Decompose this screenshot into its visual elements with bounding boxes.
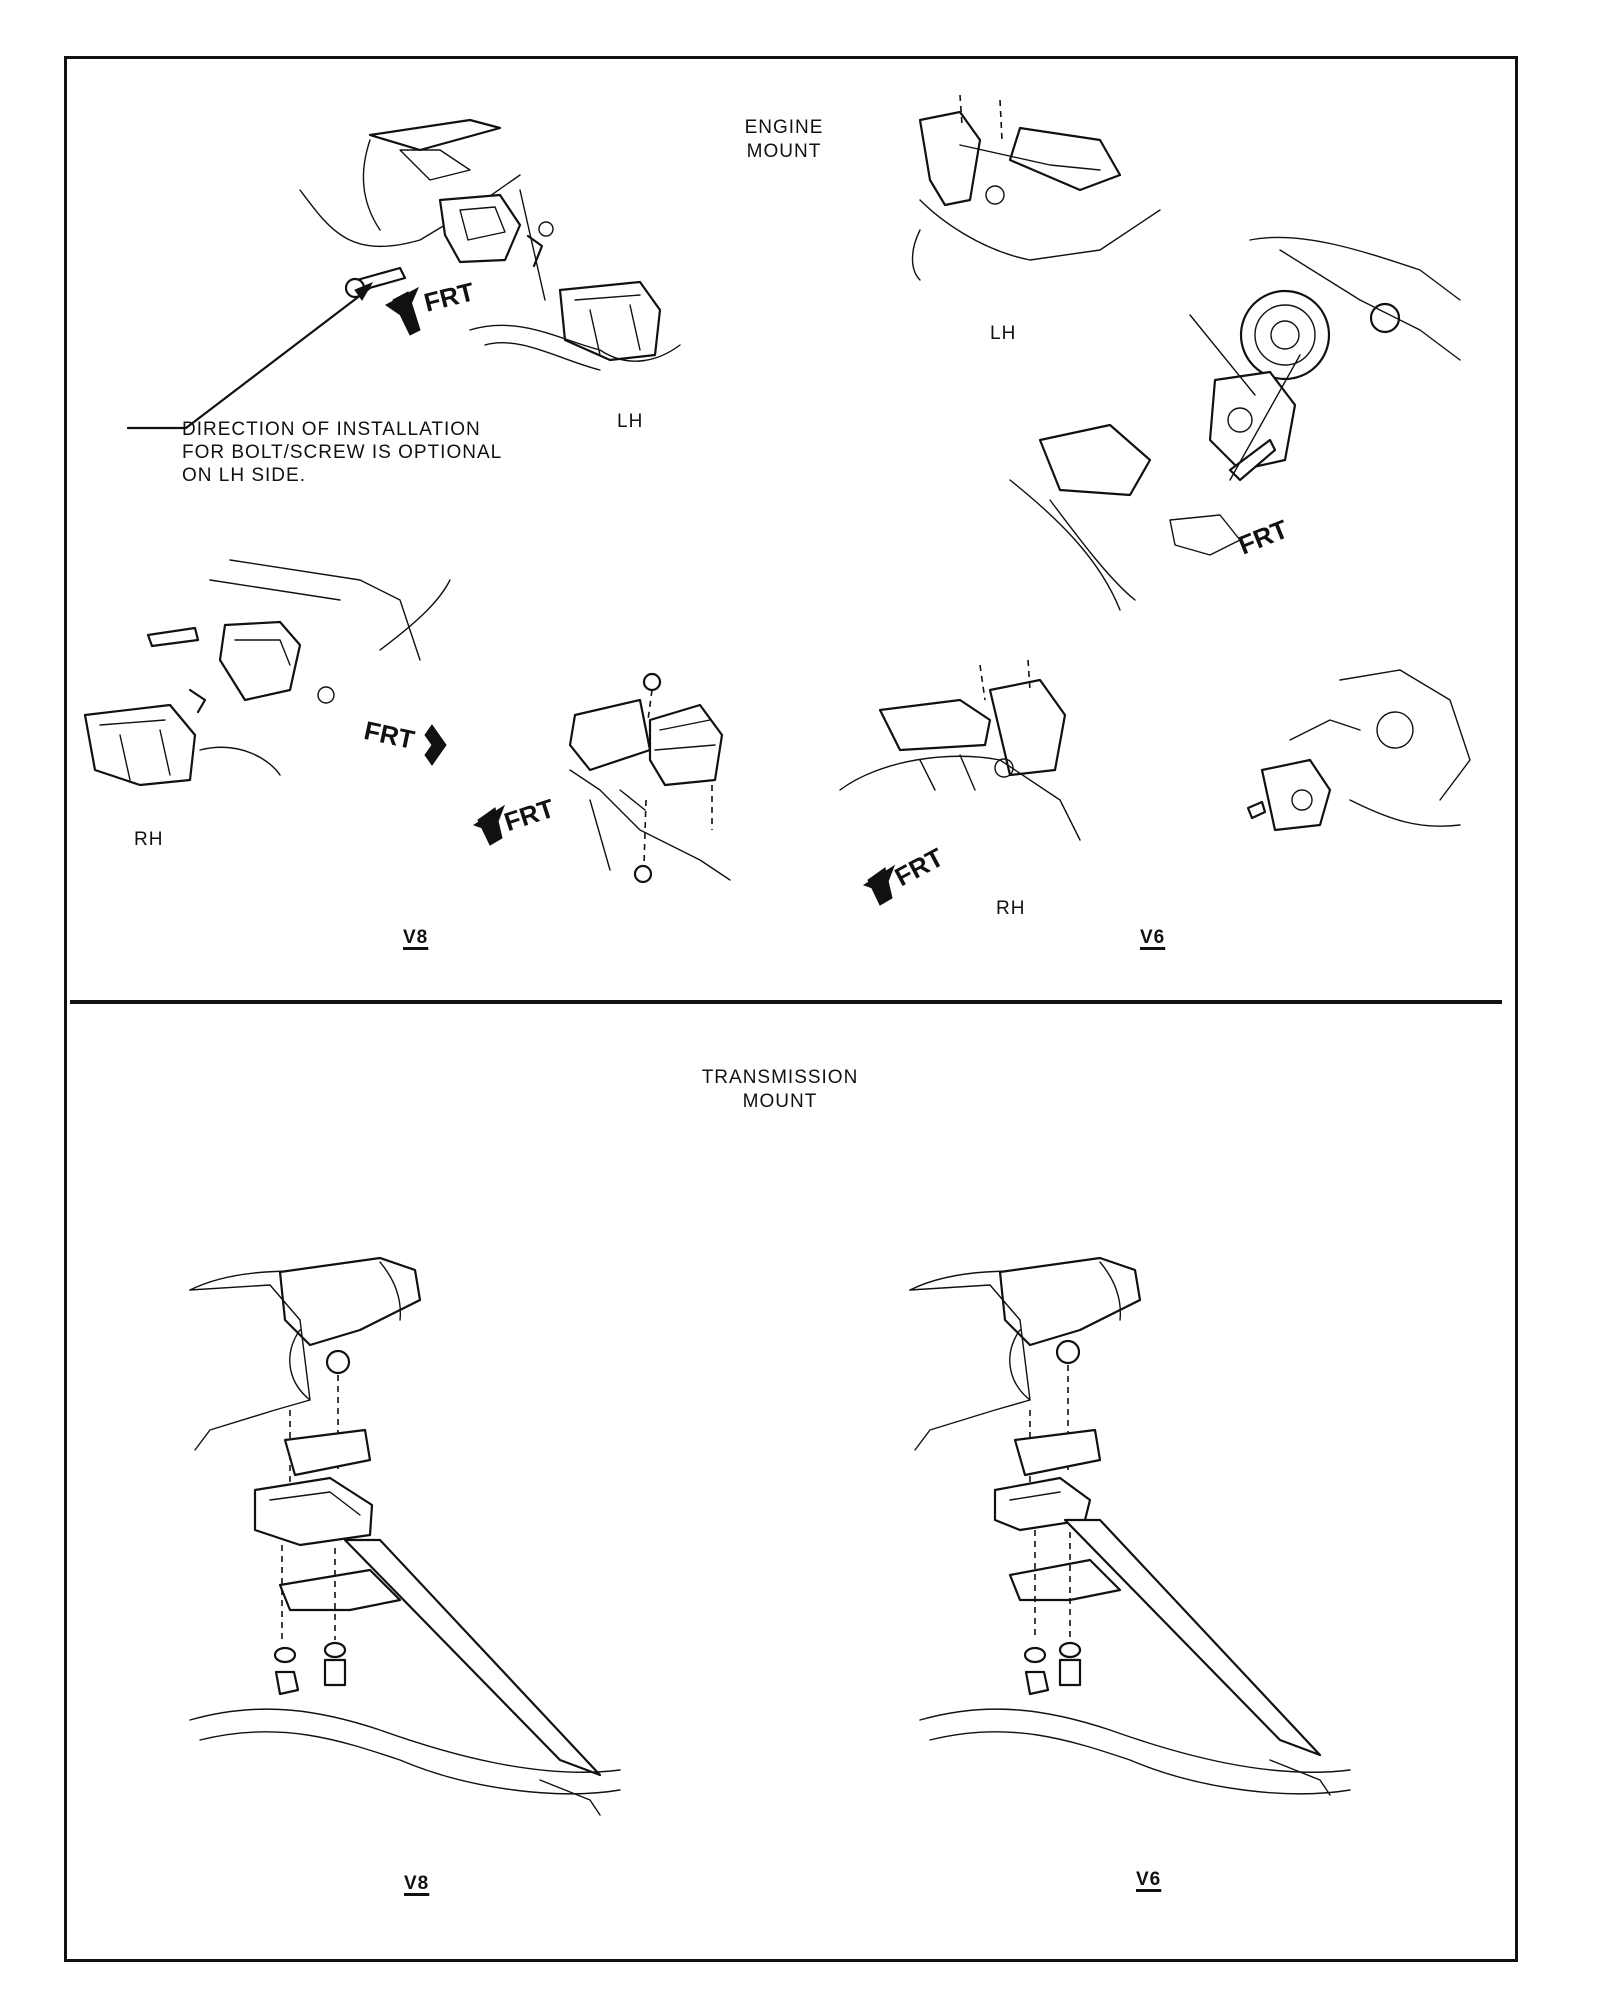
transmission-mount-title: TRANSMISSION MOUNT — [670, 1066, 890, 1114]
v6-lh-engine-mount-drawing — [911, 94, 1161, 281]
v6-transmission-mount-drawing — [909, 1256, 1351, 1796]
transmission-v6-label: V6 — [1136, 1869, 1162, 1890]
v8-lh-engine-mount-drawing — [299, 118, 681, 371]
installation-note-line3: ON LH SIDE. — [182, 465, 306, 486]
v6-rh-engine-mount-drawing — [839, 659, 1081, 906]
installation-note-line1: DIRECTION OF INSTALLATION — [182, 419, 481, 440]
engine-v6-label: V6 — [1140, 927, 1166, 948]
transmission-v8-label: V8 — [404, 1873, 430, 1894]
v8-lh-label: LH — [617, 411, 644, 432]
engine-mount-title-line2: MOUNT — [746, 141, 822, 162]
v6-rh-bracket-drawing — [1246, 669, 1471, 832]
installation-note-line2: FOR BOLT/SCREW IS OPTIONAL — [182, 442, 503, 463]
v8-transmission-mount-drawing — [189, 1256, 621, 1816]
v6-rh-label: RH — [996, 898, 1026, 919]
transmission-mount-title-line2: MOUNT — [742, 1091, 818, 1112]
v8-rh-bracket-drawing — [472, 672, 731, 884]
note-leader-arrow — [126, 281, 374, 430]
v6-lh-engine-bracket-drawing — [1009, 236, 1461, 611]
v8-rh-engine-mount-drawing — [83, 559, 451, 787]
transmission-mount-title-line1: TRANSMISSION — [701, 1067, 859, 1088]
page-frame — [64, 56, 1518, 1962]
engine-mount-title: ENGINE MOUNT — [724, 116, 844, 164]
engine-mount-title-line1: ENGINE — [744, 117, 824, 138]
engine-v8-label: V8 — [403, 927, 429, 948]
section-divider — [70, 1000, 1502, 1004]
v8-rh-label: RH — [134, 829, 164, 850]
v6-lh-label: LH — [990, 323, 1017, 344]
installation-note: DIRECTION OF INSTALLATION FOR BOLT/SCREW… — [182, 418, 602, 487]
